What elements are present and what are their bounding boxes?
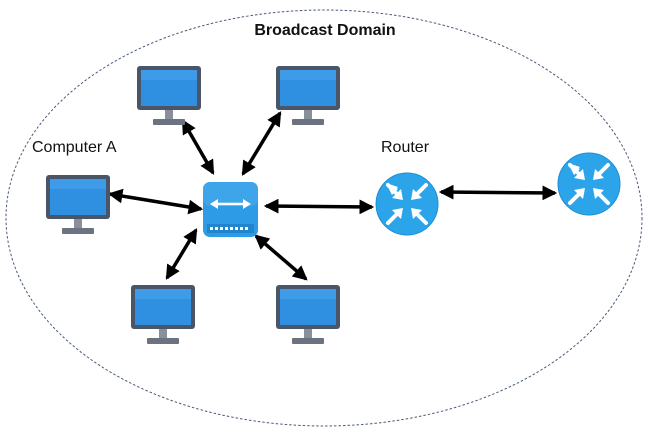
link-switch-router: [263, 198, 375, 215]
diagram-title: Broadcast Domain: [254, 22, 396, 39]
desktop-computer-icon: [46, 175, 110, 234]
desktop-computer-icon: [131, 285, 195, 344]
link-switch-bottom-right-computer: [254, 234, 308, 281]
network-switch-icon: [203, 182, 258, 237]
link-switch-bottom-left-computer: [165, 228, 198, 280]
router-outside-domain: [556, 151, 622, 217]
link-switch-top-left-computer: [181, 119, 215, 175]
router-inside-domain: [374, 171, 440, 237]
router-icon: [556, 151, 622, 217]
router-icon: [374, 171, 440, 237]
desktop-computer-icon: [276, 285, 340, 344]
link-switch-computer-a: [107, 188, 204, 215]
computer-top-right: [276, 66, 340, 125]
desktop-computer-icon: [276, 66, 340, 125]
computer-top-left: [137, 66, 201, 125]
computer-bottom-left: [131, 285, 195, 344]
desktop-computer-icon: [137, 66, 201, 125]
link-router-router: [438, 184, 558, 201]
link-switch-top-right-computer: [241, 111, 282, 176]
computer-a-label: Computer A: [32, 139, 117, 156]
network-switch: [203, 182, 258, 237]
router-label: Router: [381, 139, 430, 156]
computer-bottom-right: [276, 285, 340, 344]
computer-a: [46, 175, 110, 234]
broadcast-domain-boundary: [5, 9, 643, 427]
